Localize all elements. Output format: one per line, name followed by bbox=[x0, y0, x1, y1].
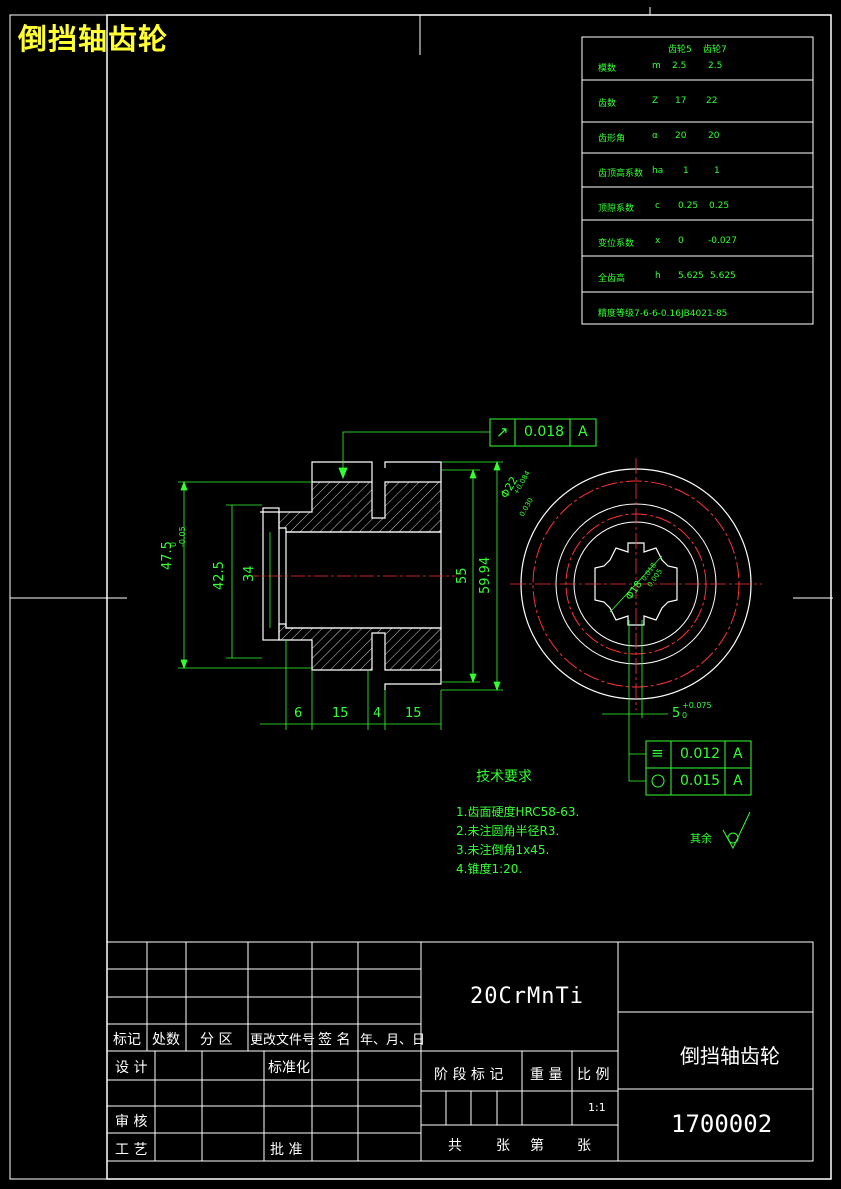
tb-weight: 重 量 bbox=[530, 1067, 563, 1083]
param-sym: c bbox=[655, 201, 660, 211]
param-v1: 5.625 bbox=[678, 271, 704, 281]
param-label: 齿数 bbox=[598, 99, 617, 109]
param-v2: 22 bbox=[706, 96, 718, 106]
param-v1: 17 bbox=[675, 96, 687, 106]
remaining-label: 其余 bbox=[690, 832, 712, 845]
dim-59-94: 59.94 bbox=[478, 556, 493, 594]
section-view bbox=[260, 461, 442, 690]
tb-sheet-zhang1: 张 bbox=[496, 1138, 510, 1154]
param-footer: 精度等级7-6-6-0.16JB4021-85 bbox=[598, 309, 728, 319]
tb-scale-label: 比 例 bbox=[577, 1067, 610, 1083]
param-sym: ha bbox=[652, 166, 664, 176]
param-header-1: 齿轮5 bbox=[668, 45, 692, 55]
dim-47-5-tol: 0 -0.05 bbox=[169, 526, 187, 547]
param-label: 齿顶高系数 bbox=[598, 169, 644, 179]
tb-header: 分 区 bbox=[200, 1032, 233, 1048]
tb-header: 处数 bbox=[152, 1032, 180, 1048]
dim-slot-5-tol-lower: 0 bbox=[682, 711, 688, 720]
tb-review: 审 核 bbox=[115, 1114, 148, 1130]
tb-header: 签 名 bbox=[318, 1032, 351, 1048]
tolerance-symmetry-datum: A bbox=[733, 746, 743, 762]
tb-sheet-di: 第 bbox=[530, 1138, 544, 1154]
param-v1: 0.25 bbox=[678, 201, 699, 211]
tolerance-top-datum: A bbox=[578, 424, 588, 440]
roughness-symbol bbox=[722, 811, 751, 850]
tb-sheet-zhang2: 张 bbox=[577, 1138, 591, 1154]
tb-header: 标记 bbox=[113, 1032, 141, 1048]
tolerance-position-datum: A bbox=[733, 773, 743, 789]
tech-req-item: 4.锥度1:20. bbox=[456, 862, 523, 876]
end-view bbox=[510, 458, 762, 782]
param-label: 模数 bbox=[598, 64, 617, 74]
tb-material: 20CrMnTi bbox=[470, 984, 584, 1009]
tolerance-top-value: 0.018 bbox=[524, 424, 565, 440]
param-v2: 20 bbox=[708, 131, 720, 141]
dim-4: 4 bbox=[373, 706, 382, 721]
tb-standard: 标准化 bbox=[268, 1060, 310, 1076]
param-v2: 5.625 bbox=[710, 271, 736, 281]
tolerance-symmetry-value: 0.012 bbox=[680, 746, 721, 762]
runout-icon: ↗ bbox=[496, 423, 509, 441]
sheet-border bbox=[9, 7, 833, 1180]
param-v2: 0.25 bbox=[709, 201, 730, 211]
tb-stage: 阶 段 标 记 bbox=[434, 1067, 504, 1083]
tb-header: 更改文件号 bbox=[250, 1033, 316, 1048]
dim-slot-5-tol-upper: +0.075 bbox=[682, 701, 712, 710]
tech-req-item: 2.未注圆角半径R3. bbox=[456, 824, 560, 838]
tolerance-position-value: 0.015 bbox=[680, 773, 721, 789]
drawing-title: 倒挡轴齿轮 bbox=[18, 22, 169, 56]
dim-15a: 15 bbox=[332, 706, 349, 721]
dim-slot-5: 5 bbox=[672, 706, 681, 721]
dimension-lines bbox=[178, 431, 503, 730]
dim-34: 34 bbox=[242, 565, 257, 582]
title-block-grid bbox=[106, 941, 814, 1162]
tb-design: 设 计 bbox=[115, 1060, 148, 1076]
symmetry-icon: ≡ bbox=[651, 744, 664, 762]
dim-42-5: 42.5 bbox=[212, 561, 227, 590]
tolerance-frames-right bbox=[645, 740, 752, 796]
tolerance-frame-top bbox=[489, 418, 597, 447]
param-sym: x bbox=[655, 236, 661, 246]
param-label: 变位系数 bbox=[598, 239, 635, 249]
tb-approve: 批 准 bbox=[270, 1142, 303, 1158]
tech-req-title: 技术要求 bbox=[476, 769, 532, 785]
tb-process: 工 艺 bbox=[115, 1142, 148, 1158]
dim-15b: 15 bbox=[405, 706, 422, 721]
param-sym: α bbox=[652, 131, 658, 141]
tb-drawing-no: 1700002 bbox=[671, 1110, 773, 1138]
tech-req-item: 3.未注倒角1x45. bbox=[456, 843, 550, 857]
param-header-2: 齿轮7 bbox=[703, 45, 727, 55]
param-v1: 0 bbox=[678, 236, 684, 246]
param-v1: 20 bbox=[675, 131, 687, 141]
param-label: 齿形角 bbox=[598, 134, 626, 144]
param-v2: -0.027 bbox=[708, 236, 738, 246]
tb-header: 年、月、日 bbox=[360, 1033, 426, 1048]
param-table bbox=[581, 36, 814, 325]
param-v2: 1 bbox=[714, 166, 720, 176]
dim-55: 55 bbox=[455, 567, 470, 584]
param-sym: h bbox=[655, 271, 661, 281]
param-sym: Z bbox=[652, 96, 659, 106]
tb-part-name: 倒挡轴齿轮 bbox=[680, 1044, 780, 1068]
tb-sheet-total: 共 bbox=[448, 1138, 462, 1154]
param-label: 全齿高 bbox=[598, 274, 626, 284]
param-sym: m bbox=[652, 61, 661, 71]
dim-6: 6 bbox=[294, 706, 303, 721]
param-v2: 2.5 bbox=[708, 61, 723, 71]
tb-scale-value: 1:1 bbox=[588, 1101, 606, 1114]
param-label: 顶隙系数 bbox=[598, 204, 635, 214]
param-v1: 2.5 bbox=[672, 61, 687, 71]
param-v1: 1 bbox=[683, 166, 689, 176]
tech-req-item: 1.齿面硬度HRC58-63. bbox=[456, 805, 580, 819]
